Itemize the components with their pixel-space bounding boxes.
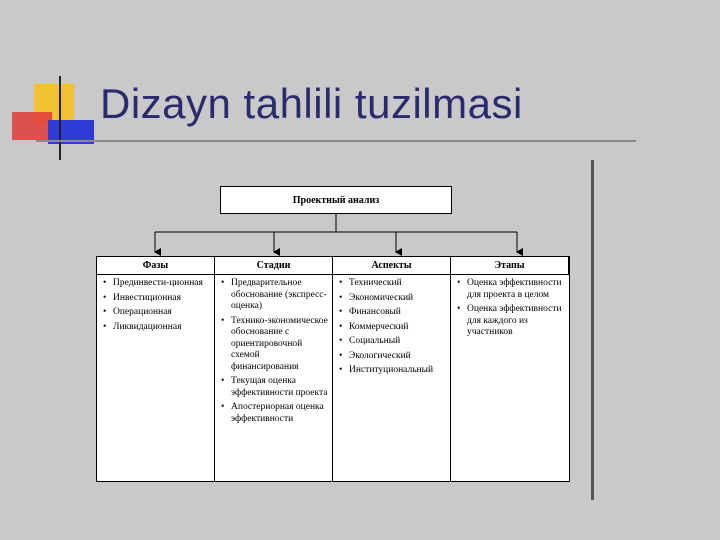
column-aspects: Технический Экономический Финансовый Ком… <box>333 275 451 481</box>
list-item: Социальный <box>339 336 446 348</box>
list-item: Предварительное обоснование (экспресс-оц… <box>221 278 328 313</box>
list-item: Оценка эффективности для каждого из учас… <box>457 304 565 339</box>
slide-title: Dizayn tahlili tuzilmasi <box>100 80 523 127</box>
list-item: Финансовый <box>339 307 446 319</box>
analysis-table: Фазы Стадии Аспекты Этапы Прединвести-ци… <box>96 256 570 482</box>
list-item: Оценка эффективности для проекта в целом <box>457 278 565 301</box>
root-node: Проектный анализ <box>220 186 452 214</box>
list-item: Экологический <box>339 351 446 363</box>
header-aspects: Аспекты <box>333 257 451 275</box>
list-item: Ликвидационная <box>103 322 210 334</box>
header-phases: Фазы <box>97 257 215 275</box>
list-item: Прединвести-ционная <box>103 278 210 290</box>
title-underline <box>36 140 636 142</box>
column-stages: Предварительное обоснование (экспресс-оц… <box>215 275 333 481</box>
list-item: Технико-экономическое обоснование с орие… <box>221 316 328 374</box>
list-item: Коммерческий <box>339 322 446 334</box>
logo-decoration <box>12 76 94 160</box>
list-item: Инвестиционная <box>103 293 210 305</box>
column-steps: Оценка эффективности для проекта в целом… <box>451 275 569 481</box>
list-item: Апостериорная оценка эффективности <box>221 402 328 425</box>
list-item: Текущая оценка эффективности проекта <box>221 376 328 399</box>
logo-red-square <box>12 112 52 140</box>
right-divider <box>591 160 594 500</box>
list-item: Институциональный <box>339 365 446 377</box>
list-item: Операционная <box>103 307 210 319</box>
header-stages: Стадии <box>215 257 333 275</box>
list-item: Технический <box>339 278 446 290</box>
header-steps: Этапы <box>451 257 569 275</box>
list-item: Экономический <box>339 293 446 305</box>
column-phases: Прединвести-ционная Инвестиционная Опера… <box>97 275 215 481</box>
